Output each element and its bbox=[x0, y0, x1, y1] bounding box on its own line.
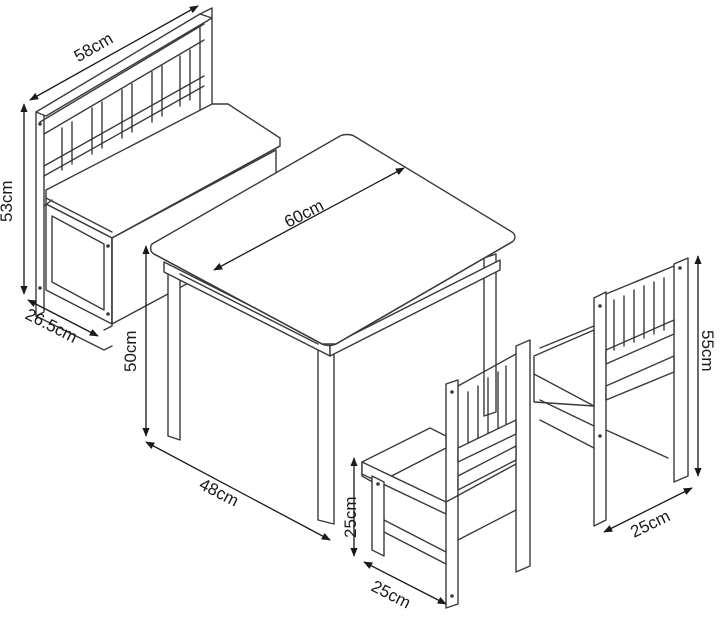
dim-chair-right-height: 55cm bbox=[694, 255, 717, 477]
dim-chair-right-width: 25cm bbox=[603, 487, 693, 542]
chair-right-height-label: 55cm bbox=[698, 330, 717, 372]
chair-front-seat-height-label: 25cm bbox=[341, 496, 360, 538]
dim-table-height: 50cm bbox=[121, 245, 150, 437]
bench-height-label: 53cm bbox=[0, 180, 16, 222]
table-width-label: 48cm bbox=[196, 475, 242, 511]
dim-chair-front-width: 25cm bbox=[363, 561, 447, 613]
chair-front-width-label: 25cm bbox=[368, 577, 414, 613]
dim-bench-width: 58cm bbox=[29, 5, 199, 101]
bench-width-label: 58cm bbox=[71, 29, 117, 66]
chair-right-width-label: 25cm bbox=[627, 506, 673, 541]
dim-chair-front-seat-height: 25cm bbox=[341, 457, 360, 557]
table-height-label: 50cm bbox=[121, 330, 140, 372]
bench-depth-label: 26.5cm bbox=[22, 305, 80, 347]
chair-front bbox=[361, 339, 531, 609]
dim-bench-height: 53cm bbox=[0, 103, 28, 295]
dim-table-width: 48cm bbox=[145, 441, 331, 541]
chair-right bbox=[533, 257, 689, 527]
